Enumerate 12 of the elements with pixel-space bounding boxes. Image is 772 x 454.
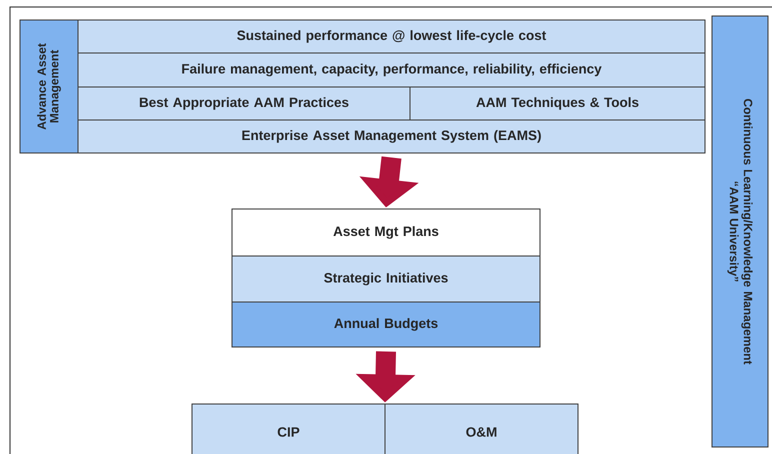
process-box: Sustained performance @ lowest life-cycle cost (78, 20, 706, 54)
side-band: Advance Asset Management (20, 20, 78, 154)
process-box: O&M (384, 404, 578, 454)
process-box: Annual Budgets (232, 302, 540, 348)
process-box: AAM Techniques & Tools (410, 86, 706, 120)
process-box: CIP (192, 404, 386, 454)
node-label: CIP (278, 427, 300, 437)
node-label: O&M (466, 427, 496, 437)
process-box: Strategic Initiatives (232, 256, 540, 302)
process-box: Best Appropriate AAM Practices (78, 86, 410, 120)
side-band: Continuous Learning/Knowledge Management “AAM University” (712, 16, 768, 448)
process-box: Asset Mgt Plans (232, 208, 540, 256)
